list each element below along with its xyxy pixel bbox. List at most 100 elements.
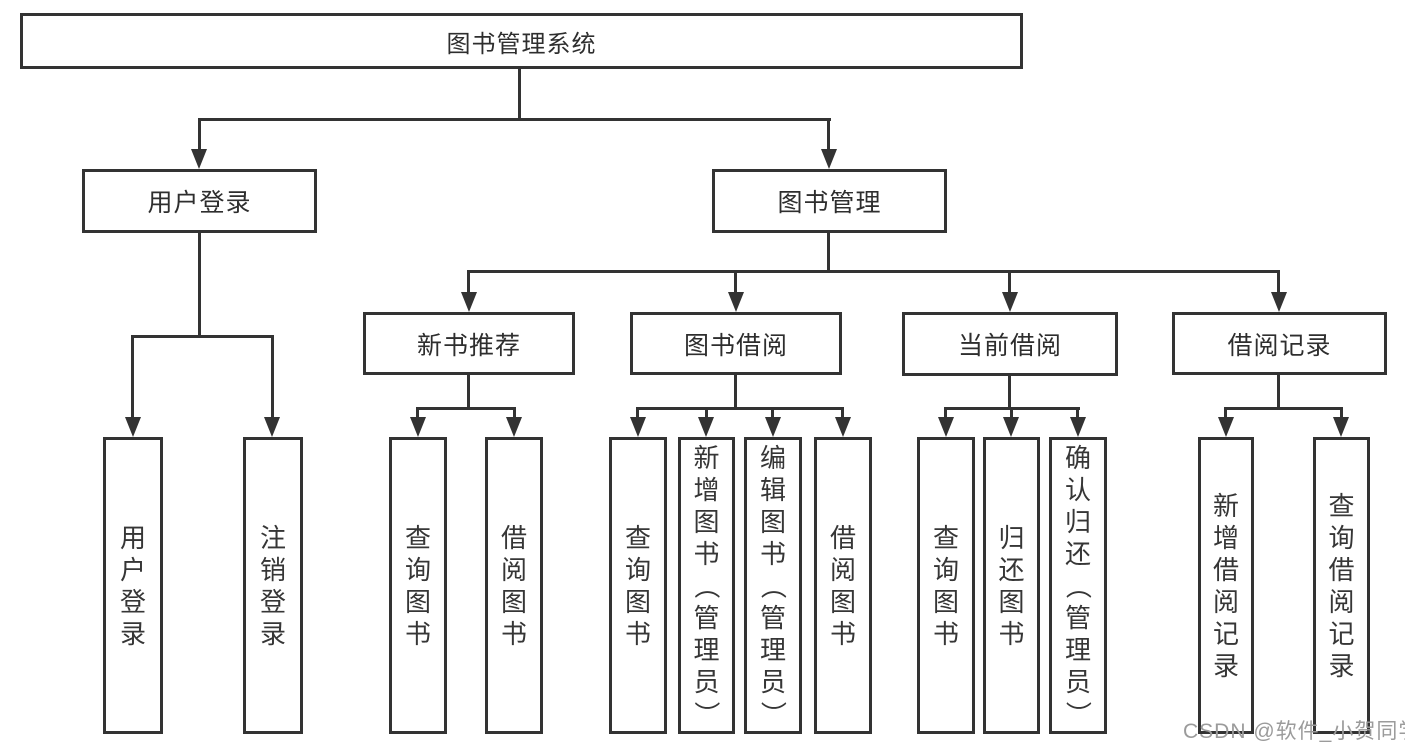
vertical-label-char: 借 (829, 522, 856, 553)
vertical-label-char: 员 (1064, 666, 1091, 697)
vertical-label-char: （ (758, 572, 788, 599)
vertical-label-char: 借 (500, 522, 527, 553)
arrowhead-icon (938, 417, 954, 437)
watermark-text: CSDN @软件_小贺同学 (1183, 720, 1405, 743)
vertical-label-char: 图 (829, 586, 856, 617)
vertical-label-char: 记 (1212, 618, 1239, 649)
arrowhead-icon (1271, 292, 1287, 312)
vertical-label-char: 辑 (759, 474, 786, 505)
arrowhead-icon (461, 292, 477, 312)
section-node-borrow-records: 借阅记录 (1172, 312, 1387, 375)
vertical-label-char: ） (691, 700, 722, 727)
root-node: 图书管理系统 (20, 13, 1023, 69)
vertical-label-char: 理 (693, 634, 720, 665)
vertical-label-char: 录 (1328, 650, 1355, 681)
vertical-label-char: 询 (932, 554, 959, 585)
vertical-label-char: 查 (624, 522, 651, 553)
leaf-node-borrow-books-recommend: 借阅图书 (485, 437, 543, 734)
connector-line (1224, 407, 1343, 410)
connector-line (1340, 407, 1343, 420)
connector-line (513, 407, 516, 420)
vertical-label-char: 书 (500, 618, 527, 649)
arrowhead-icon (264, 417, 280, 437)
vertical-label-char: 还 (1064, 538, 1091, 569)
root-node-label: 图书管理系统 (446, 30, 597, 58)
vertical-label-char: 员 (759, 666, 786, 697)
branch-node-book-management: 图书管理 (712, 169, 947, 233)
connector-line (734, 270, 737, 295)
section-node-label: 图书借阅 (683, 331, 788, 360)
vertical-label-char: 图 (404, 586, 431, 617)
section-node-label: 借阅记录 (1227, 331, 1332, 360)
arrowhead-icon (821, 149, 837, 169)
vertical-label-char: 管 (759, 602, 786, 633)
connector-line (467, 375, 470, 410)
section-node-current-borrow: 当前借阅 (902, 312, 1118, 376)
connector-line (841, 407, 844, 420)
vertical-label-char: 还 (998, 554, 1025, 585)
leaf-node-user-login: 用户登录 (103, 437, 163, 734)
vertical-label-char: 增 (693, 474, 720, 505)
vertical-label-char: 阅 (829, 554, 856, 585)
vertical-label-char: 查 (404, 522, 431, 553)
vertical-label-char: 新 (693, 442, 720, 473)
connector-line (1010, 407, 1013, 420)
connector-line (467, 270, 470, 295)
leaf-node-query-current: 查询图书 (917, 437, 975, 734)
connector-line (771, 407, 774, 420)
vertical-label-char: 销 (259, 554, 286, 585)
vertical-label-char: 归 (998, 522, 1025, 553)
vertical-label-char: 书 (829, 618, 856, 649)
vertical-label-char: 用 (119, 522, 146, 553)
connector-line (271, 335, 274, 418)
branch-node-user-login: 用户登录 (82, 169, 317, 233)
leaf-node-confirm-return-admin: 确认归还（管理员） (1049, 437, 1107, 734)
connector-line (467, 270, 1280, 273)
vertical-label-char: 书 (624, 618, 651, 649)
section-node-label: 当前借阅 (957, 332, 1062, 360)
connector-line (734, 375, 737, 410)
connector-line (198, 233, 201, 335)
branch-node-label: 用户登录 (147, 189, 252, 217)
arrowhead-icon (1333, 417, 1349, 437)
vertical-label-char: 图 (693, 506, 720, 537)
arrowhead-icon (835, 417, 851, 437)
leaf-node-edit-books-admin: 编辑图书（管理员） (744, 437, 802, 734)
vertical-label-char: 图 (500, 586, 527, 617)
vertical-label-char: 询 (404, 554, 431, 585)
vertical-label-char: 增 (1212, 522, 1239, 553)
connector-line (1277, 375, 1280, 410)
vertical-label-char: ） (758, 700, 788, 727)
arrowhead-icon (698, 417, 714, 437)
connector-line (198, 118, 831, 121)
leaf-node-logout: 注销登录 (243, 437, 303, 734)
vertical-label-char: 理 (1064, 634, 1091, 665)
vertical-label-char: 借 (1328, 554, 1355, 585)
vertical-label-char: （ (1063, 572, 1093, 599)
arrowhead-icon (728, 292, 744, 312)
vertical-label-char: 阅 (500, 554, 527, 585)
vertical-label-char: 新 (1212, 490, 1239, 521)
arrowhead-icon (410, 417, 426, 437)
connector-line (131, 335, 134, 418)
connector-line (636, 407, 844, 410)
vertical-label-char: 询 (624, 554, 651, 585)
connector-line (827, 233, 830, 270)
arrowhead-icon (1003, 417, 1019, 437)
vertical-label-char: （ (691, 572, 722, 599)
section-node-new-book-recommend: 新书推荐 (363, 312, 575, 375)
leaf-node-query-books: 查询图书 (609, 437, 667, 734)
vertical-label-char: 理 (759, 634, 786, 665)
vertical-label-char: 图 (759, 506, 786, 537)
connector-line (416, 407, 516, 410)
vertical-label-char: 录 (259, 618, 286, 649)
vertical-label-char: 阅 (1328, 586, 1355, 617)
arrowhead-icon (1070, 417, 1086, 437)
connector-line (1076, 407, 1079, 420)
leaf-node-add-books-admin: 新增图书（管理员） (678, 437, 735, 734)
vertical-label-char: 记 (1328, 618, 1355, 649)
vertical-label-char: 阅 (1212, 586, 1239, 617)
arrowhead-icon (125, 417, 141, 437)
arrowhead-icon (630, 417, 646, 437)
connector-line (827, 118, 830, 152)
